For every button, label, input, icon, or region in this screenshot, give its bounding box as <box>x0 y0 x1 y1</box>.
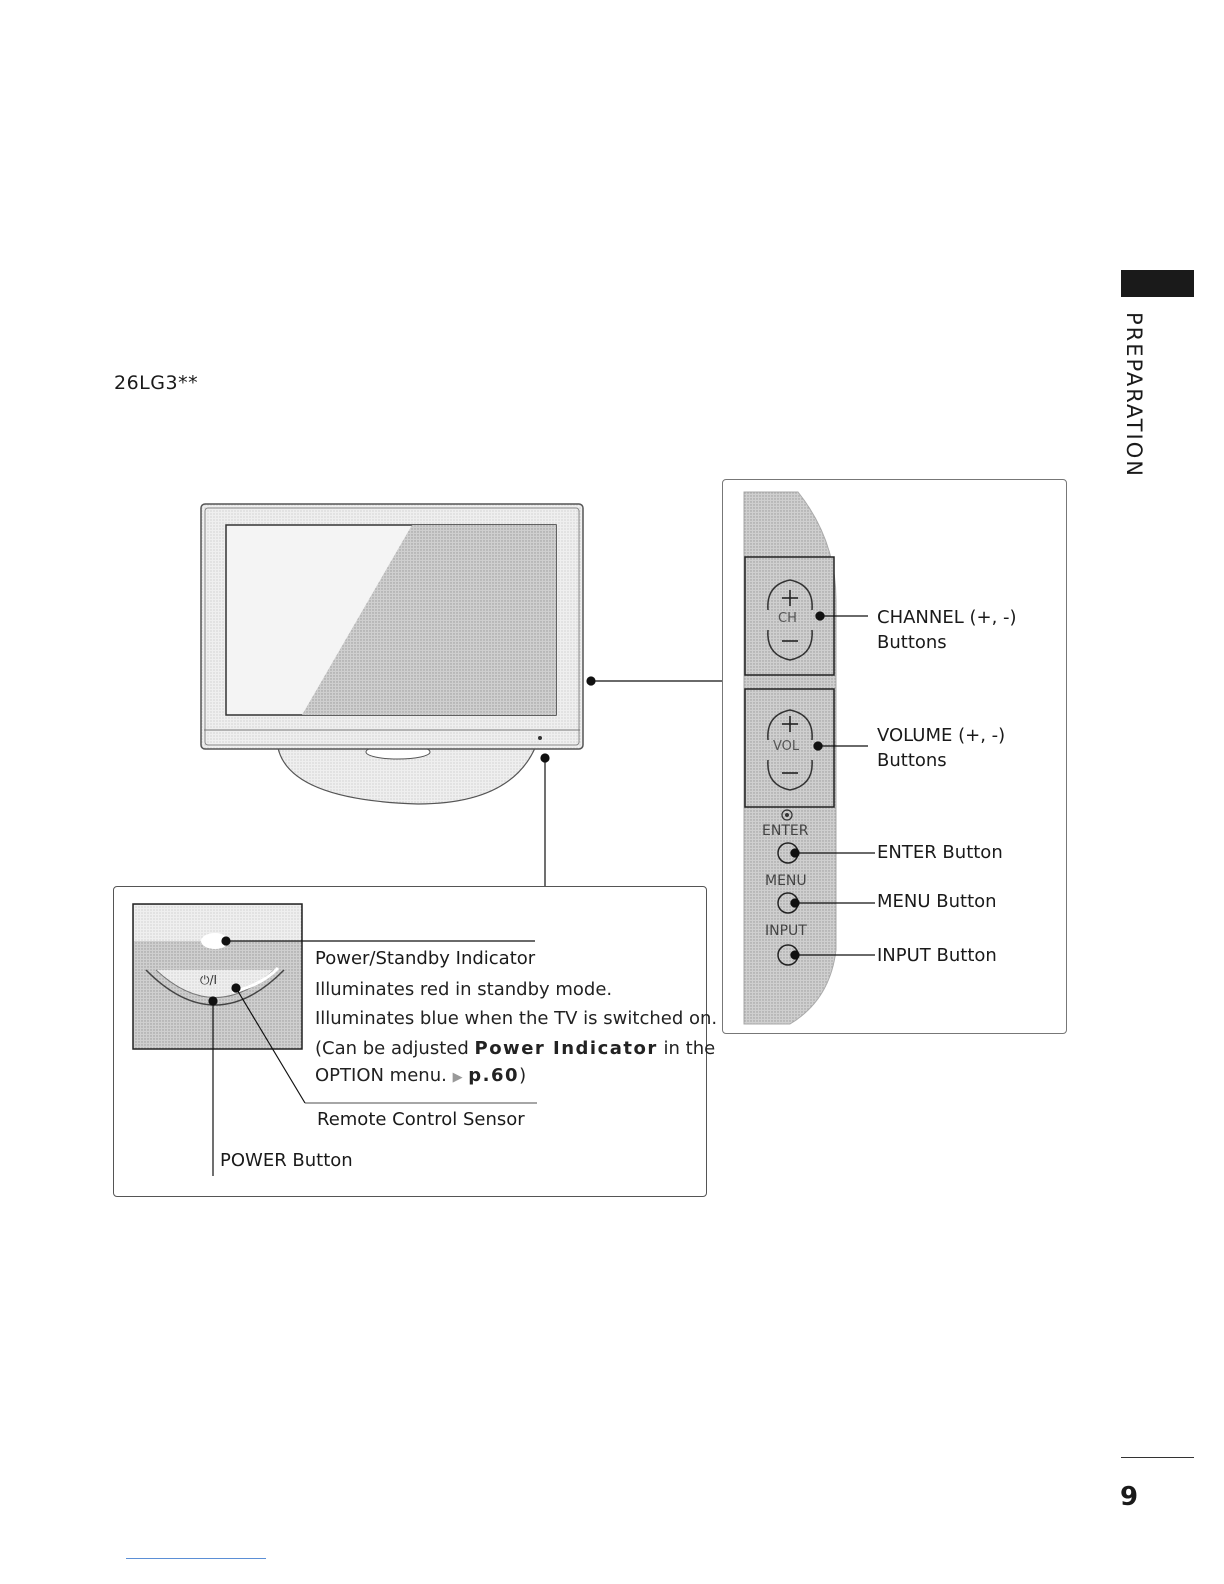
indicator-desc-2: Illuminates blue when the TV is switched… <box>315 1008 718 1029</box>
side-panel-leaders <box>790 611 875 960</box>
menu-button-callout: MENU Button <box>877 891 997 912</box>
section-tab-marker <box>1121 270 1194 297</box>
power-indicator-term: Power Indicator <box>474 1038 658 1059</box>
callout-lines <box>540 676 722 886</box>
vol-button-label: VOL <box>773 739 800 754</box>
indicator-title: Power/Standby Indicator <box>315 948 536 969</box>
side-control-panel <box>743 491 837 1025</box>
channel-buttons-label: CHANNEL (+, -) <box>877 607 1017 628</box>
power-button-label: POWER Button <box>220 1150 353 1171</box>
front-panel-closeup <box>132 903 303 1050</box>
channel-buttons-sub: Buttons <box>877 632 947 653</box>
model-number: 26LG3** <box>114 372 199 394</box>
volume-buttons-label: VOLUME (+, -) <box>877 725 1006 746</box>
enter-button-label: ENTER <box>762 823 809 839</box>
front-panel-callout-box <box>113 886 707 1197</box>
front-panel-leaders <box>208 936 537 1176</box>
volume-buttons-sub: Buttons <box>877 750 947 771</box>
page-number: 9 <box>1120 1482 1139 1512</box>
enter-button-callout: ENTER Button <box>877 842 1003 863</box>
page-number-rule <box>1121 1457 1194 1458</box>
page-reference: p.60 <box>468 1065 520 1086</box>
indicator-desc-1: Illuminates red in standby mode. <box>315 979 613 1000</box>
tv-stand <box>277 744 536 805</box>
side-panel-callout-box <box>722 479 1067 1034</box>
remote-sensor-label: Remote Control Sensor <box>317 1109 525 1130</box>
power-symbol: ⏻/I <box>200 973 218 987</box>
section-tab-label: PREPARATION <box>1122 312 1146 478</box>
indicator-desc-4: OPTION menu. ▶ p.60) <box>315 1065 527 1086</box>
menu-button-label: MENU <box>765 873 807 889</box>
arrow-right-icon: ▶ <box>452 1070 463 1085</box>
footer-link-underline <box>126 1558 266 1559</box>
ch-button-label: CH <box>778 611 797 626</box>
input-button-label: INPUT <box>765 923 807 939</box>
input-button-callout: INPUT Button <box>877 945 997 966</box>
indicator-desc-3: (Can be adjusted Power Indicator in the <box>315 1038 716 1059</box>
tv-body <box>200 503 584 750</box>
